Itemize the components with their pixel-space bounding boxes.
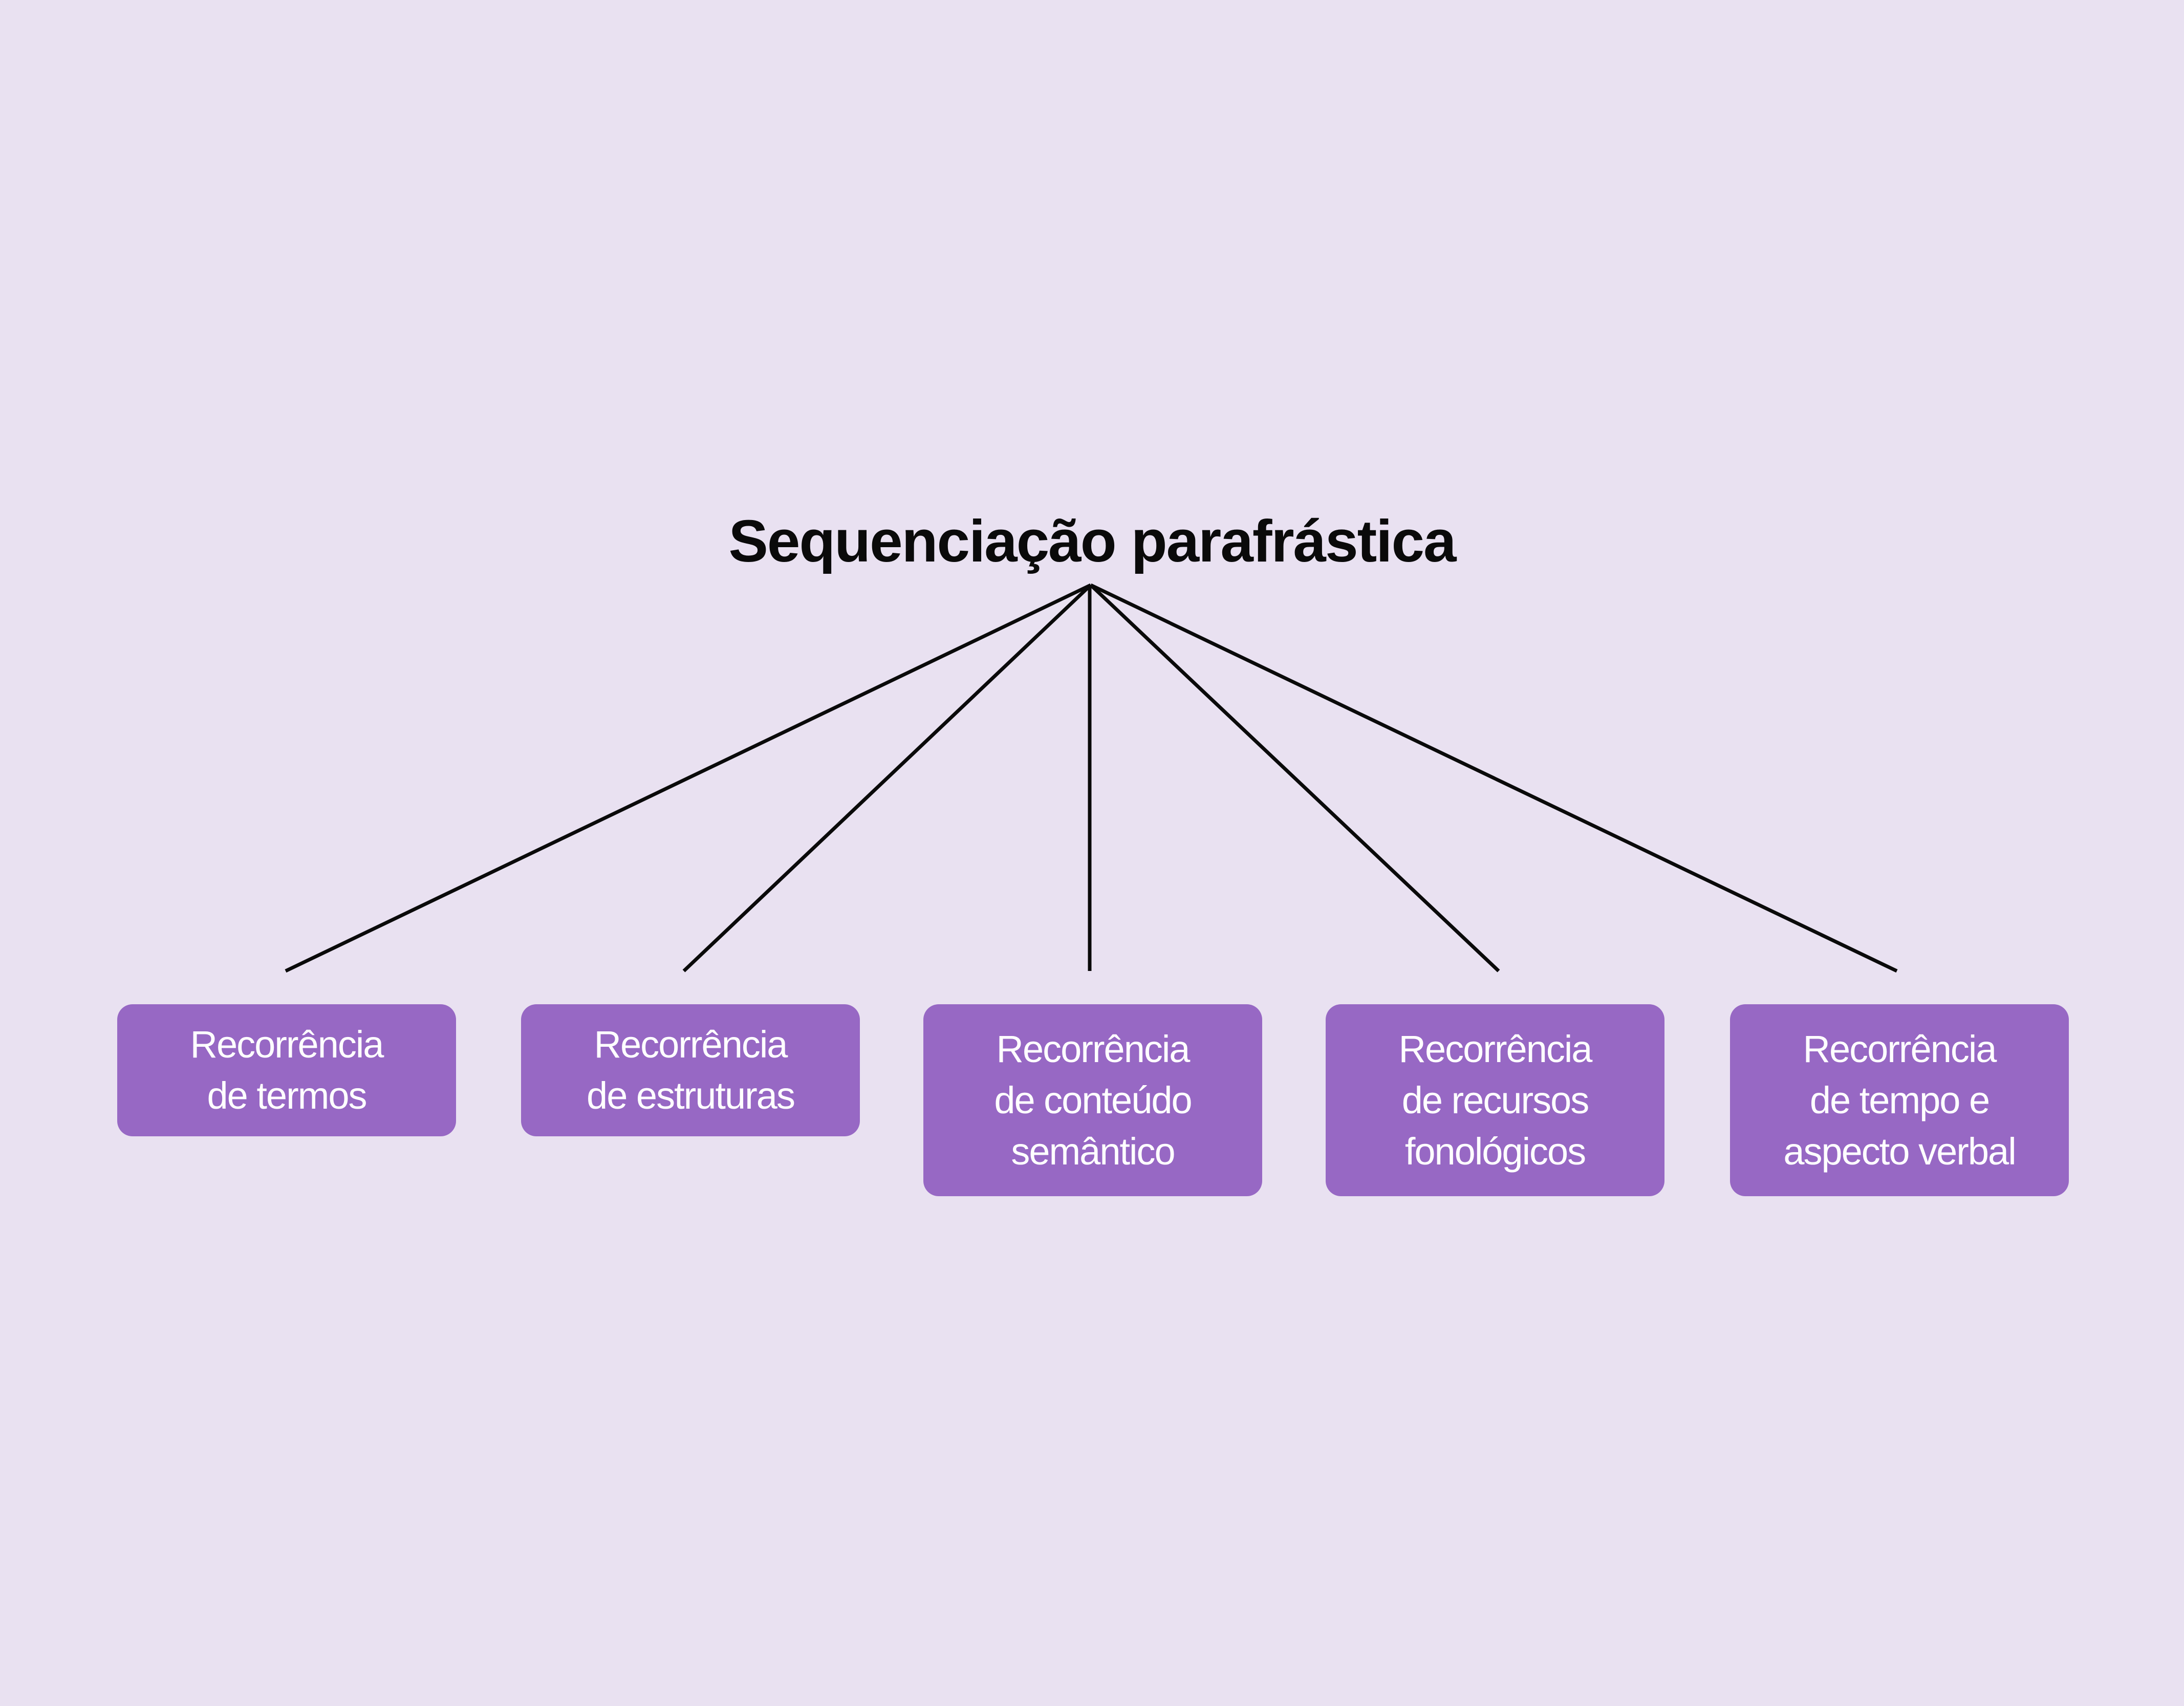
node-text-line: de recursos — [1401, 1078, 1590, 1121]
node-text-line: aspecto verbal — [1783, 1130, 2016, 1173]
child-node-recorrencia-de-termos: Recorrência de termos — [117, 1004, 456, 1136]
node-text-line: Recorrência — [1398, 1027, 1593, 1070]
node-text-line: semântico — [1011, 1130, 1175, 1173]
child-node-recorrencia-de-estruturas: Recorrência de estruturas — [521, 1004, 860, 1136]
node-text-line: fonológicos — [1404, 1130, 1586, 1173]
node-text-line: de termos — [207, 1074, 367, 1117]
node-text-line: Recorrência — [996, 1027, 1191, 1070]
node-text-line: Recorrência — [190, 1023, 384, 1066]
connector-line-4 — [1089, 584, 1500, 973]
root-node-title: Sequenciação parafrástica — [728, 508, 1456, 574]
connector-line-2 — [682, 584, 1092, 973]
node-text-line: de conteúdo — [994, 1078, 1192, 1121]
child-node-recorrencia-de-tempo-e-aspecto-verbal: Recorrência de tempo e aspecto verbal — [1730, 1004, 2069, 1196]
node-text-line: de tempo e — [1809, 1078, 1990, 1121]
connector-line-1 — [285, 583, 1092, 973]
child-node-recorrencia-de-recursos-fonologicos: Recorrência de recursos fonológicos — [1326, 1004, 1664, 1196]
node-text-line: Recorrência — [1803, 1027, 1997, 1070]
node-text-line: de estruturas — [587, 1074, 795, 1117]
node-text-line: Recorrência — [594, 1023, 788, 1066]
child-node-recorrencia-de-conteudo-semantico: Recorrência de conteúdo semântico — [923, 1004, 1262, 1196]
connector-line-5 — [1090, 583, 1898, 973]
